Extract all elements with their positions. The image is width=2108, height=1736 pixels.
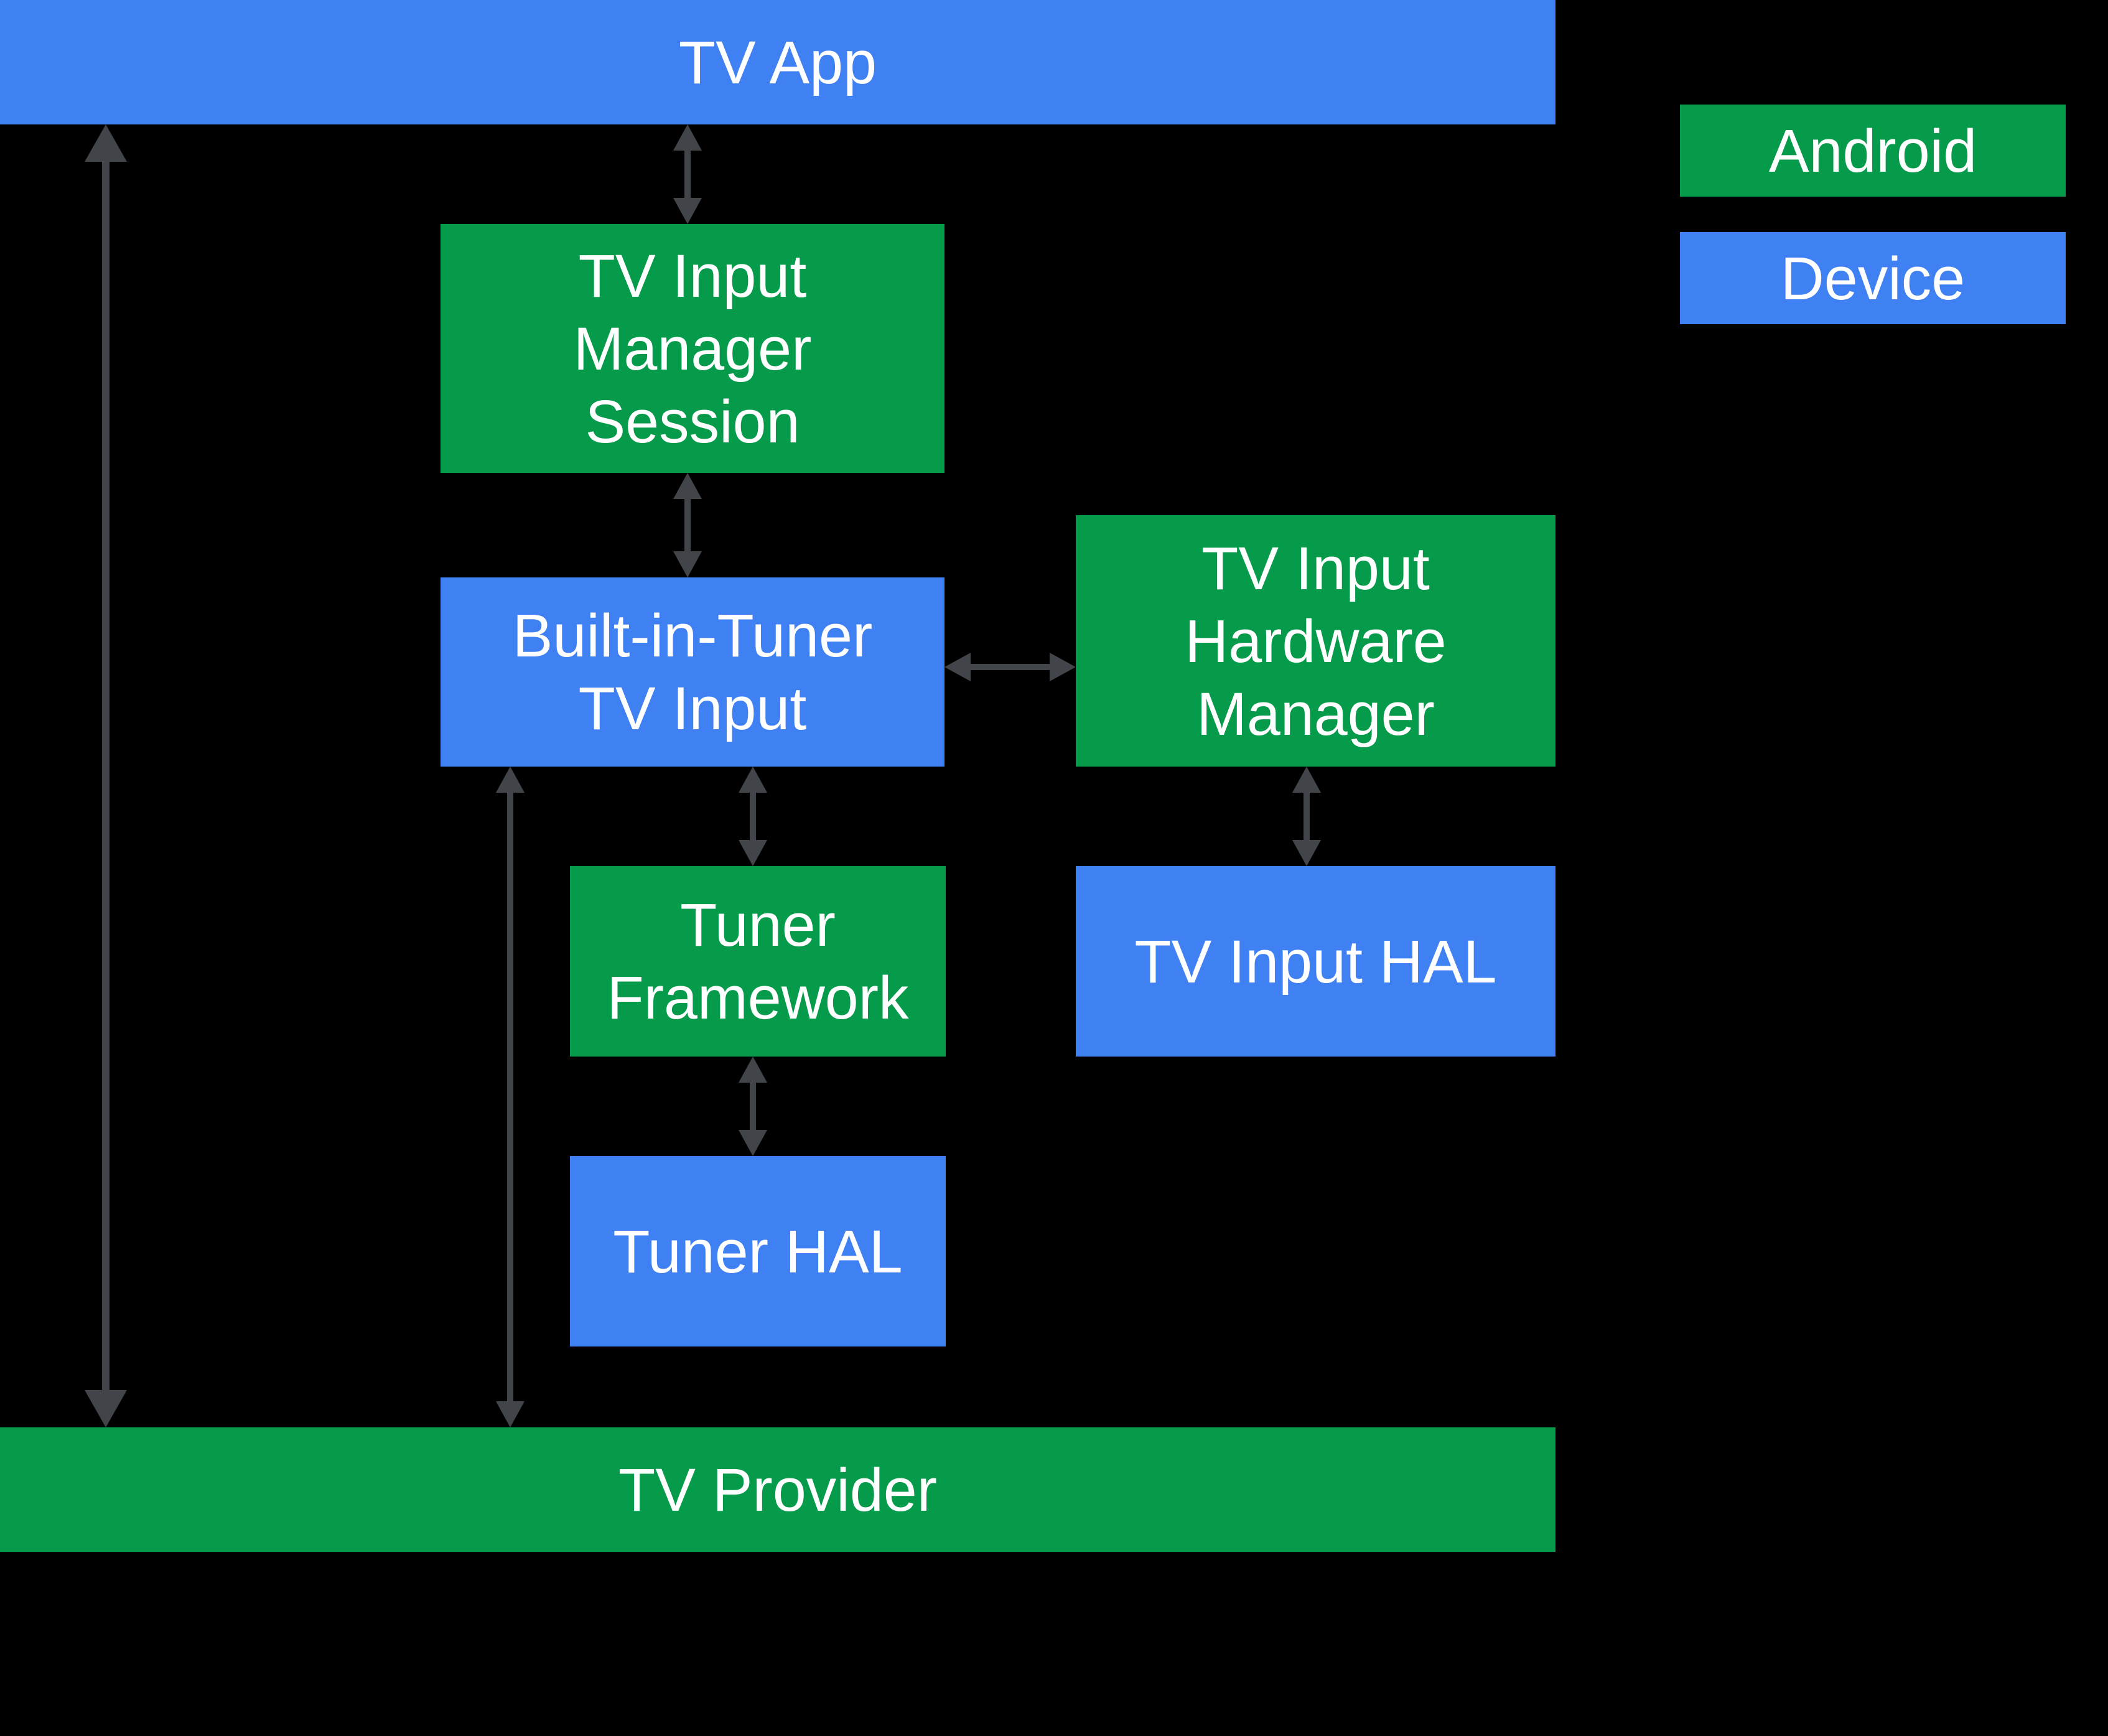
arrow-tv-input-hardware-manager-tv-input-hal bbox=[1292, 767, 1321, 866]
legend-device: Device bbox=[1680, 232, 2066, 324]
legend-device-label: Device bbox=[1780, 244, 1966, 312]
arrow-shaft bbox=[1304, 790, 1310, 842]
arrow-built-in-tuner-tv-input-hardware-manager bbox=[944, 653, 1076, 681]
node-tuner-framework-label: Tuner Framework bbox=[607, 891, 909, 1032]
arrow-shaft bbox=[684, 497, 691, 554]
arrow-shaft bbox=[507, 790, 513, 1404]
node-tv-input-hal: TV Input HAL bbox=[1076, 866, 1555, 1057]
node-tv-provider: TV Provider bbox=[0, 1427, 1555, 1552]
node-tv-provider-label: TV Provider bbox=[618, 1455, 938, 1524]
node-tv-input-hardware-manager-label: TV Input Hardware Manager bbox=[1185, 534, 1447, 748]
arrow-shaft bbox=[684, 148, 691, 200]
arrow-built-in-tuner-tv-provider bbox=[496, 767, 525, 1427]
arrow-built-in-tuner-tuner-framework bbox=[739, 767, 767, 866]
node-built-in-tuner-tv-input-label: Built-in-Tuner TV Input bbox=[512, 602, 873, 742]
arrow-shaft bbox=[102, 158, 110, 1394]
arrow-shaft bbox=[750, 1080, 756, 1132]
node-tv-input-hardware-manager: TV Input Hardware Manager bbox=[1076, 515, 1555, 767]
arrow-tv-app-tv-provider bbox=[85, 124, 127, 1427]
node-tuner-hal: Tuner HAL bbox=[570, 1156, 946, 1346]
arrow-shaft bbox=[968, 664, 1052, 670]
arrow-tv-input-manager-session-built-in-tuner bbox=[673, 473, 702, 577]
arrow-tv-app-tv-input-manager-session bbox=[673, 124, 702, 224]
node-tv-app: TV App bbox=[0, 0, 1555, 124]
node-tuner-framework: Tuner Framework bbox=[570, 866, 946, 1057]
node-tv-app-label: TV App bbox=[678, 28, 877, 96]
node-tv-input-hal-label: TV Input HAL bbox=[1134, 927, 1497, 996]
node-tv-input-manager-session-label: TV Input Manager Session bbox=[573, 241, 812, 455]
node-tv-input-manager-session: TV Input Manager Session bbox=[441, 224, 944, 473]
node-built-in-tuner-tv-input: Built-in-Tuner TV Input bbox=[441, 577, 944, 767]
legend-android: Android bbox=[1680, 105, 2066, 197]
arrow-tuner-framework-tuner-hal bbox=[739, 1057, 767, 1156]
arrow-shaft bbox=[750, 790, 756, 842]
legend-android-label: Android bbox=[1768, 116, 1977, 185]
node-tuner-hal-label: Tuner HAL bbox=[613, 1217, 903, 1286]
